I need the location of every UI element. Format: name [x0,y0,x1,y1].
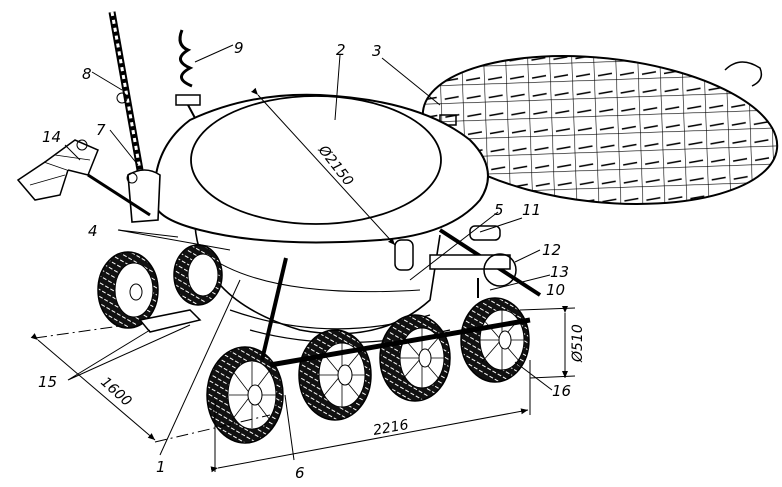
wheel [298,329,372,421]
eighth-wheel-probe [138,309,202,333]
callout-15: 15 [38,373,57,391]
callout-labels: 1 2 3 4 5 6 7 8 9 10 11 12 13 14 15 16 [38,39,571,482]
callout-14: 14 [42,128,61,146]
antenna-mast [108,11,144,171]
callout-9: 9 [234,39,244,57]
wheel [206,346,284,444]
antenna-boom [16,139,151,217]
callout-12: 12 [542,241,561,259]
callout-5: 5 [494,201,504,219]
wheel [97,251,159,329]
chassis-frame [269,317,531,368]
dimension-wheelbase: 2216 [372,417,410,439]
wheel [460,297,530,383]
wheels [97,244,530,444]
wheel [173,244,223,306]
dimension-lines [30,87,576,473]
wheel [379,314,451,402]
callout-8: 8 [82,65,92,83]
callout-13: 13 [550,263,569,281]
callout-6: 6 [295,464,305,482]
callout-16: 16 [552,382,571,400]
callout-4: 4 [88,222,98,240]
camera-unit [126,169,161,223]
instruments-right [394,225,542,298]
callout-3: 3 [372,42,382,60]
dimension-wheel-diameter: Ø510 [570,324,586,363]
strut [260,257,288,361]
callout-1: 1 [156,458,166,476]
dimension-track-width: 1600 [97,374,134,410]
helical-antenna [175,29,201,119]
callout-11: 11 [522,201,541,219]
callout-10: 10 [546,281,565,299]
callout-7: 7 [96,121,106,139]
callout-2: 2 [336,41,346,59]
